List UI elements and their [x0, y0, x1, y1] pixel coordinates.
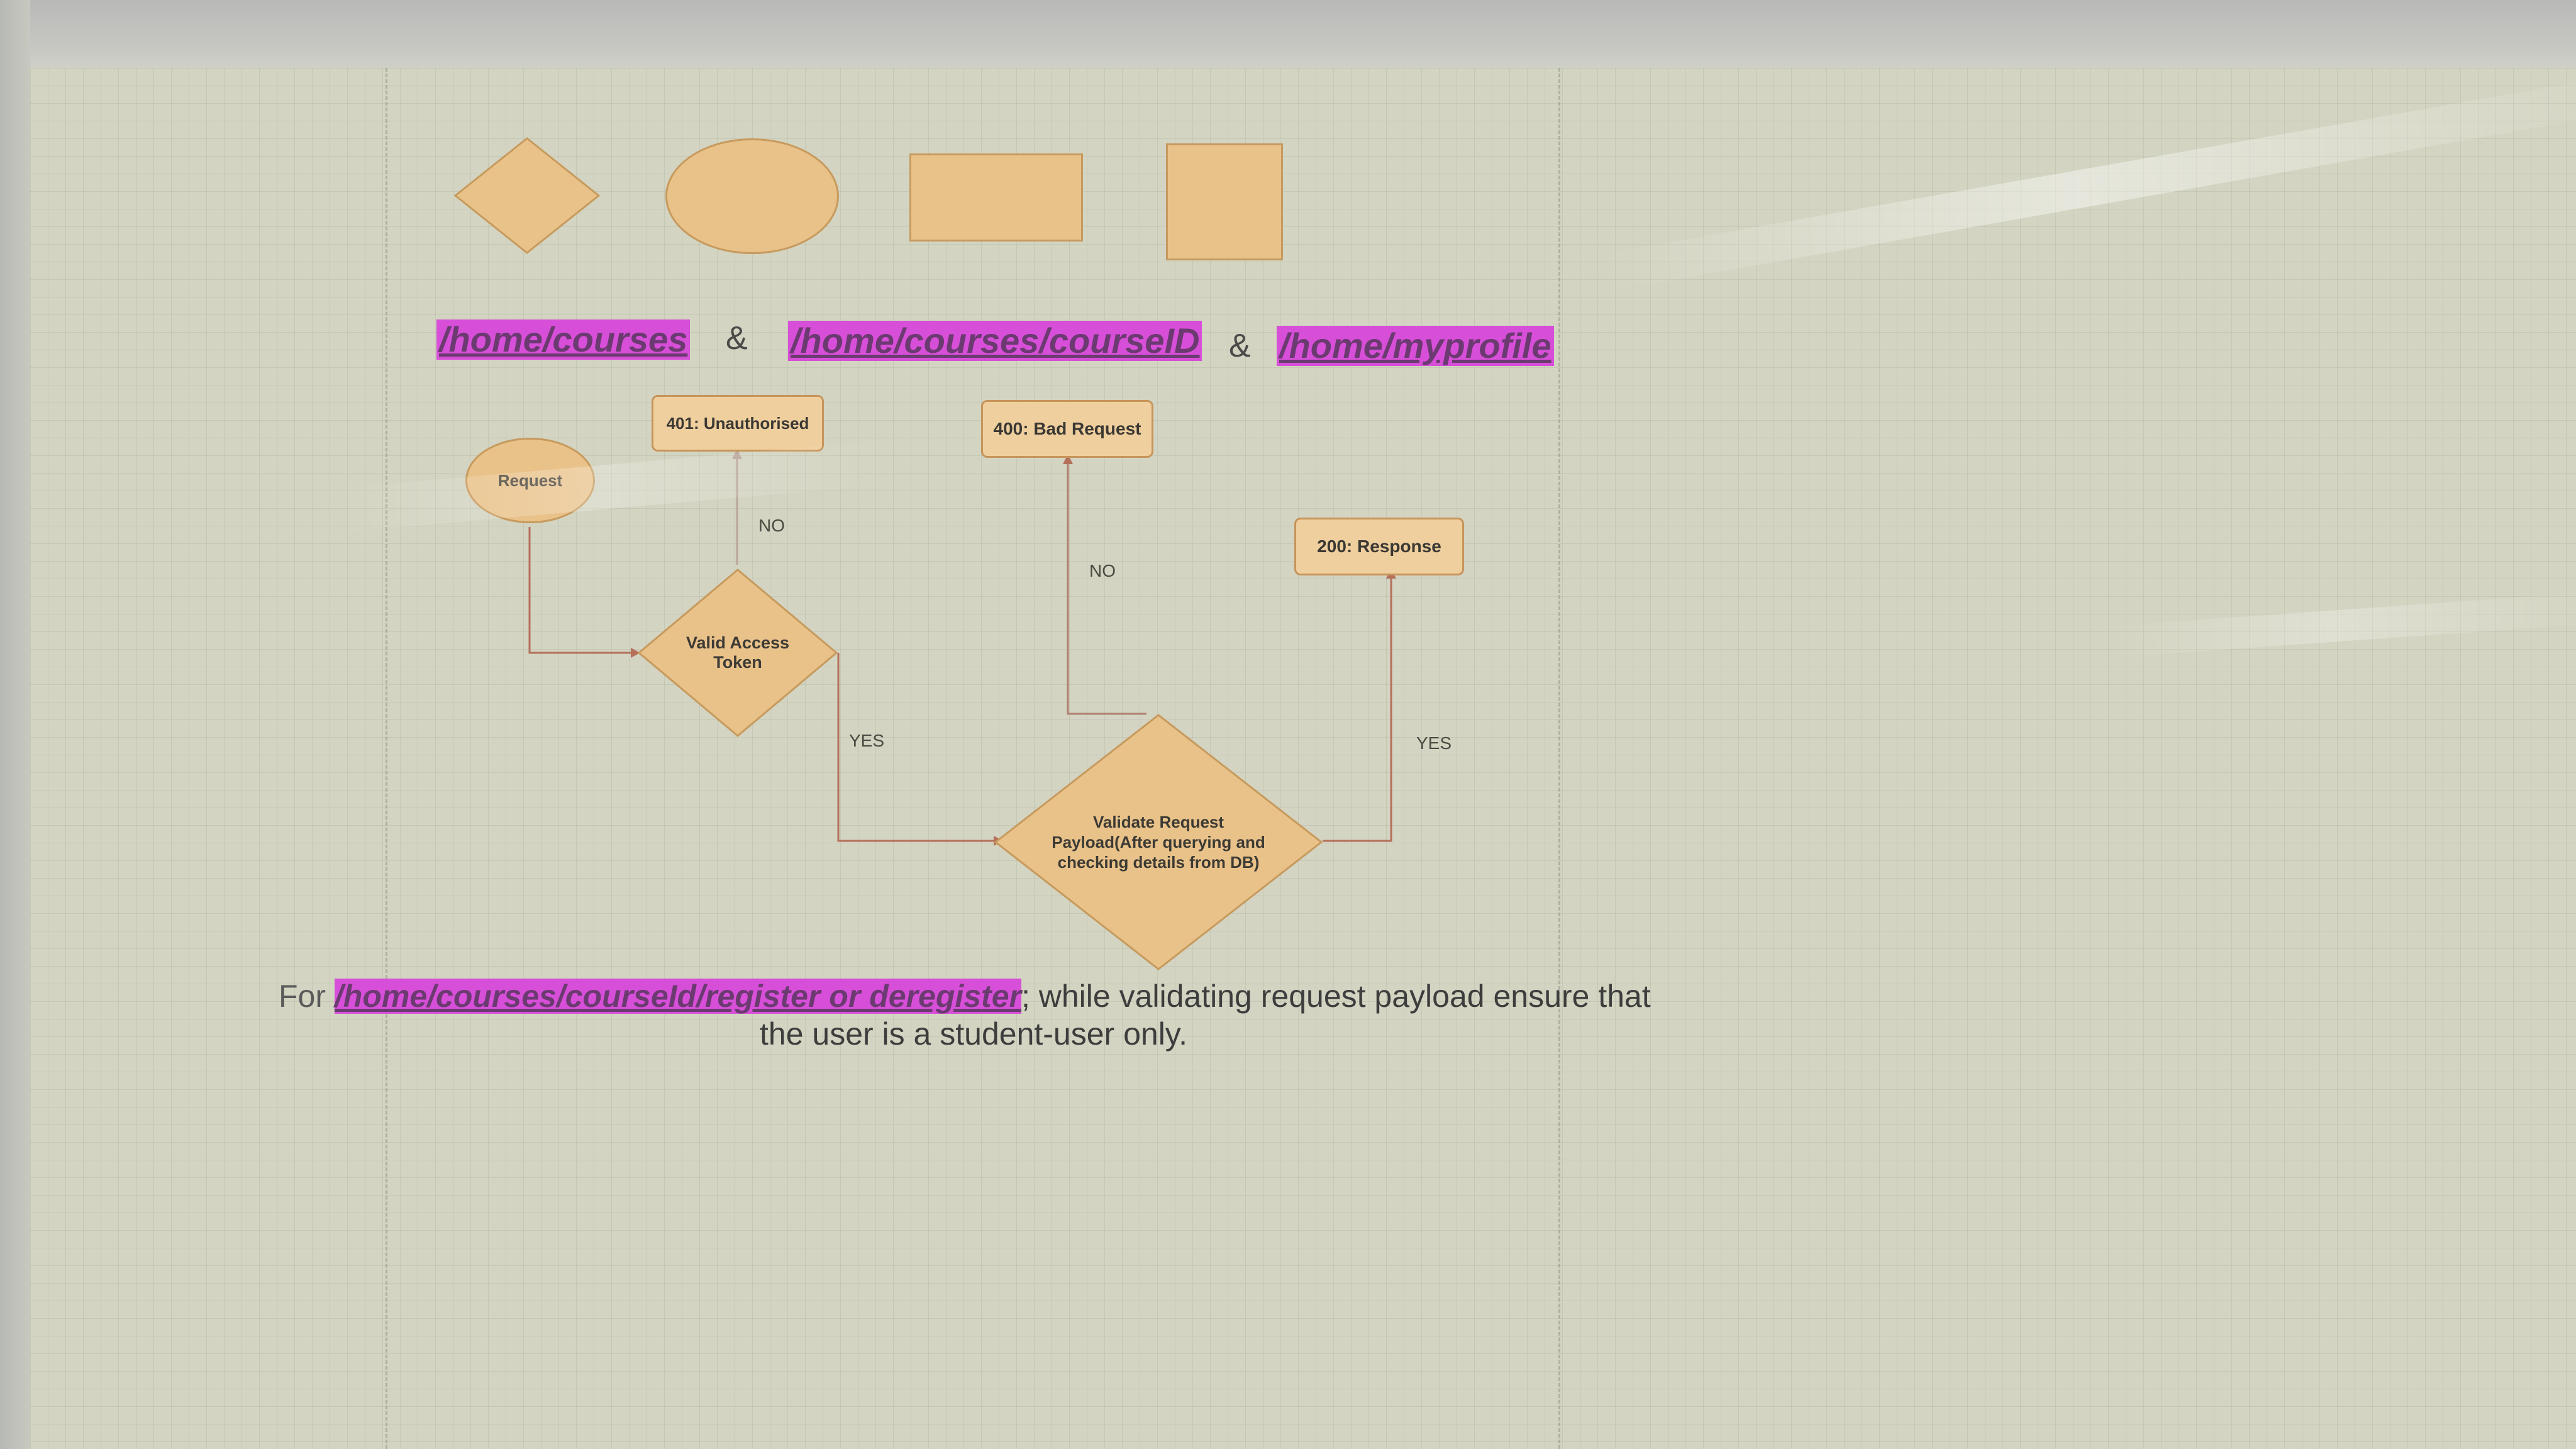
valid-access-token-decision[interactable]: Valid Access Token	[637, 568, 838, 738]
note-line-2: the user is a student-user only.	[760, 1016, 1187, 1052]
edge-label-yes-payload: YES	[1416, 733, 1452, 753]
screen-top-bezel	[0, 0, 2576, 68]
edge-label-yes-token: YES	[849, 731, 885, 750]
diagram-canvas[interactable]: /home/courses & /home/courses/courseID &…	[30, 68, 2576, 1449]
arrow-to-400	[1063, 454, 1073, 464]
edge-token-yes	[837, 653, 994, 842]
student-user-note: For /home/courses/courseId/register or d…	[279, 977, 1763, 1053]
valid-access-token-label: Valid Access Token	[686, 633, 790, 672]
palette-rectangle-shape[interactable]	[909, 153, 1083, 242]
page-guide-left	[386, 68, 387, 1449]
unauthorised-401-box[interactable]: 401: Unauthorised	[652, 395, 824, 452]
route-separator-1: &	[726, 320, 748, 357]
edge-request-to-token	[528, 527, 631, 654]
unauthorised-401-label: 401: Unauthorised	[666, 413, 809, 433]
palette-diamond-shape[interactable]	[453, 137, 601, 254]
bad-request-400-label: 400: Bad Request	[993, 419, 1141, 438]
connector-layer	[528, 449, 1396, 846]
edge-label-no-token: NO	[758, 516, 785, 535]
route-separator-2: &	[1229, 328, 1251, 364]
edge-label-no-payload: NO	[1089, 561, 1116, 580]
route-home-myprofile: /home/myprofile	[1277, 326, 1554, 366]
bad-request-400-box[interactable]: 400: Bad Request	[981, 400, 1153, 458]
palette-oval-shape[interactable]	[665, 138, 839, 254]
arrow-to-401	[732, 449, 742, 459]
validate-payload-label: Validate Request Payload(After querying …	[1052, 813, 1265, 872]
request-label: Request	[497, 470, 563, 490]
palette-square-shape[interactable]	[1166, 143, 1283, 260]
note-route-highlight: /home/courses/courseId/register or dereg…	[334, 979, 1021, 1014]
note-prefix: For	[279, 979, 335, 1014]
request-oval[interactable]: Request	[465, 438, 595, 523]
validate-payload-decision[interactable]: Validate Request Payload(After querying …	[994, 713, 1323, 971]
note-line-1: For /home/courses/courseId/register or d…	[279, 977, 1763, 1015]
route-home-courses: /home/courses	[436, 319, 691, 360]
page-guide-right	[1558, 68, 1560, 1449]
response-200-box[interactable]: 200: Response	[1294, 518, 1464, 575]
route-home-courses-courseid: /home/courses/courseID	[788, 321, 1202, 361]
edge-payload-no	[1067, 464, 1146, 715]
response-200-label: 200: Response	[1317, 536, 1441, 556]
arrow-to-token	[631, 648, 640, 658]
edge-payload-yes	[1323, 579, 1392, 842]
screen-left-bezel	[0, 0, 30, 1449]
note-rest: ; while validating request payload ensur…	[1021, 979, 1651, 1014]
